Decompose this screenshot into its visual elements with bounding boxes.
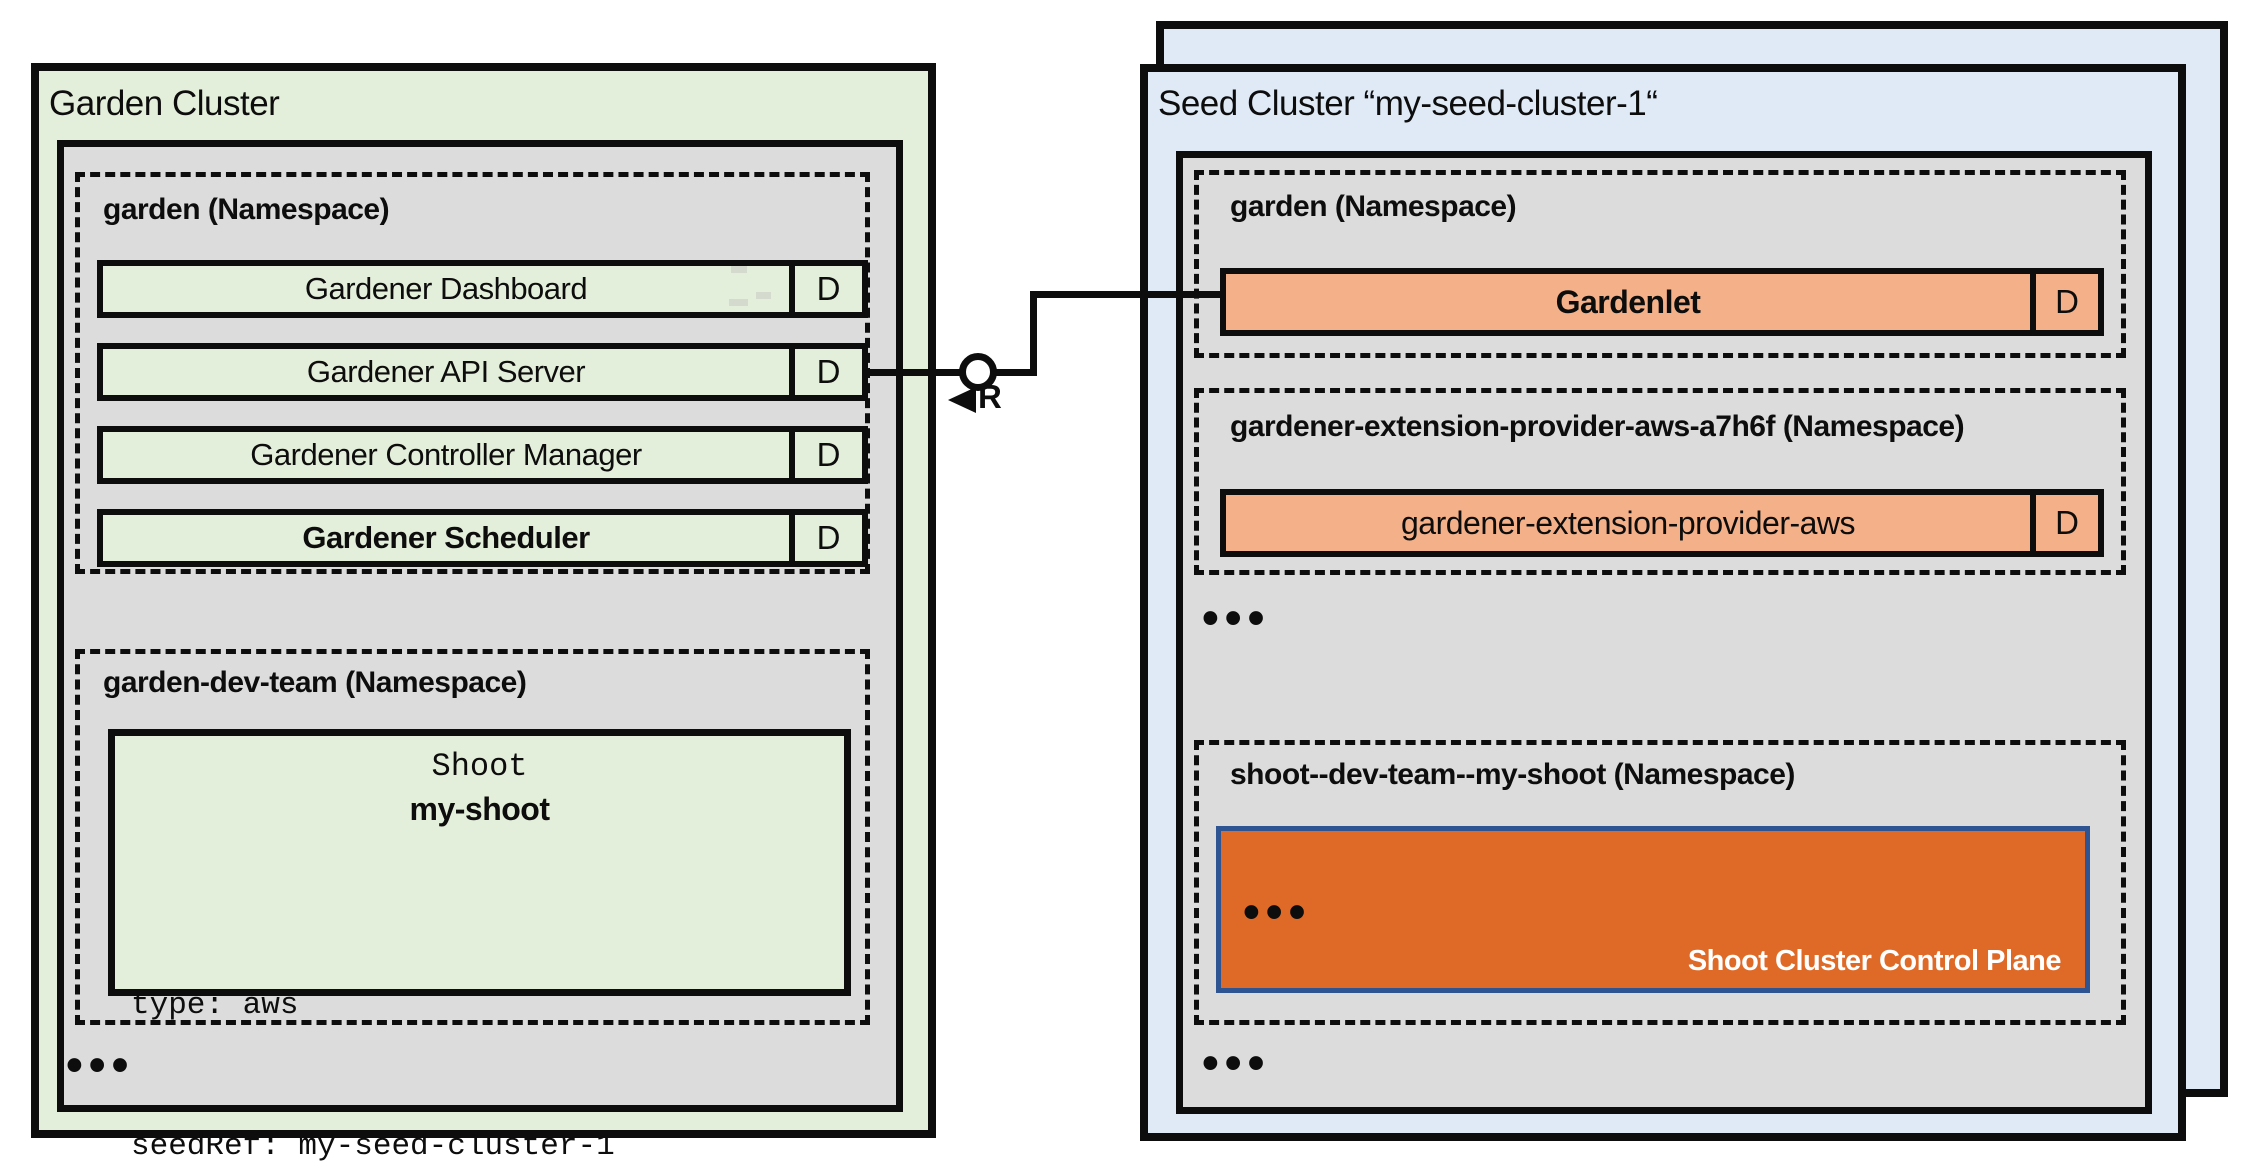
component-label: Gardener Scheduler (302, 520, 590, 555)
component-gardener-extension-provider-aws: gardener-extension-provider-aws D (1220, 489, 2104, 557)
faint-artifact-mark (756, 292, 771, 299)
namespace-extension-provider-aws (1194, 388, 2126, 575)
connector-line-horizontal-left (866, 369, 1036, 376)
shoot-spec-type: type: aws (131, 988, 299, 1023)
seed-cluster-ellipsis-mid: ••• (1202, 592, 1271, 645)
request-direction-arrow-icon (948, 387, 976, 413)
garden-cluster-title: Garden Cluster (49, 84, 280, 123)
component-label: Gardener API Server (306, 354, 586, 389)
namespace-garden-seed (1194, 170, 2126, 358)
shoot-control-plane-label: Shoot Cluster Control Plane (1687, 945, 2062, 977)
shoot-spec-seedref: seedRef: my-seed-cluster-1 (131, 1129, 615, 1164)
namespace-garden-dev-team (75, 649, 870, 1025)
component-label: Gardener Dashboard (304, 271, 588, 306)
component-gardener-dashboard: Gardener Dashboard D (97, 260, 868, 318)
component-gardener-scheduler: Gardener Scheduler D (97, 509, 868, 567)
connector-request-label: R (978, 378, 1002, 415)
connector-line-vertical (1030, 291, 1037, 376)
component-label: Gardener Controller Manager (250, 437, 642, 472)
deployment-badge: D (789, 515, 862, 561)
namespace-garden-dev-team-label: garden-dev-team (Namespace) (103, 666, 527, 699)
deployment-badge: D (2030, 274, 2098, 330)
faint-artifact-mark (731, 266, 747, 273)
deployment-badge: D (789, 266, 862, 312)
shoot-kind: Shoot (431, 748, 528, 785)
faint-artifact-mark (729, 299, 748, 306)
namespace-extension-provider-aws-label: gardener-extension-provider-aws-a7h6f (N… (1230, 410, 1965, 443)
component-gardenlet: Gardenlet D (1220, 268, 2104, 336)
component-label: gardener-extension-provider-aws (1400, 504, 1856, 541)
seed-cluster-title: Seed Cluster “my-seed-cluster-1“ (1158, 84, 1658, 123)
component-gardener-api-server: Gardener API Server D (97, 343, 868, 401)
deployment-badge: D (2030, 495, 2098, 551)
namespace-shoot-dev-team-my-shoot-label: shoot--dev-team--my-shoot (Namespace) (1230, 758, 1795, 791)
namespace-garden-seed-label: garden (Namespace) (1230, 190, 1517, 223)
garden-cluster-ellipsis: ••• (66, 1039, 135, 1092)
shoot-name: my-shoot (409, 791, 551, 827)
provided-interface-socket-icon (959, 353, 997, 391)
component-label: Gardenlet (1555, 283, 1701, 320)
deployment-badge: D (789, 432, 862, 478)
namespace-shoot-dev-team-my-shoot (1194, 740, 2126, 1025)
shoot-spec: type: aws seedRef: my-seed-cluster-1 (131, 888, 615, 1174)
component-gardener-controller-manager: Gardener Controller Manager D (97, 426, 868, 484)
shoot-control-plane-box: ••• Shoot Cluster Control Plane (1216, 826, 2090, 993)
shoot-resource-card: Shoot my-shoot type: aws seedRef: my-see… (108, 729, 851, 1164)
seed-cluster-ellipsis-bottom: ••• (1202, 1037, 1271, 1090)
namespace-garden-left-label: garden (Namespace) (103, 193, 390, 226)
connector-line-horizontal-right (1030, 291, 1226, 298)
deployment-badge: D (789, 349, 862, 395)
shoot-control-plane-ellipsis: ••• (1243, 886, 1312, 939)
